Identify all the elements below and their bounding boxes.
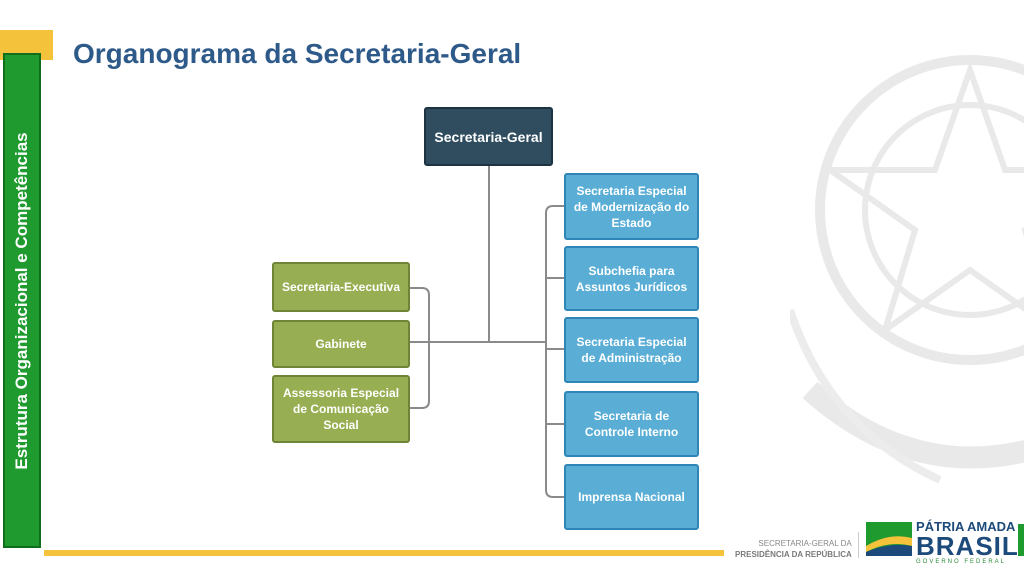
org-right-label: Secretaria Especial de Modernização do E…	[573, 183, 690, 230]
coat-of-arms-watermark	[790, 55, 1024, 484]
footer-brand-line1: PÁTRIA AMADA	[916, 519, 1016, 534]
org-root-box: Secretaria-Geral	[424, 107, 553, 166]
org-left-label: Secretaria-Executiva	[281, 280, 401, 294]
org-left-label: Assessoria Especial de Comunicação Socia…	[282, 386, 400, 432]
footer-sg-line2: PRESIDÊNCIA DA REPÚBLICA	[735, 550, 852, 559]
org-right-box: Secretaria Especial de Administração	[564, 317, 699, 383]
page-title: Organograma da Secretaria-Geral	[73, 38, 522, 69]
side-banner: Estrutura Organizacional e Competências	[3, 53, 41, 548]
org-right-label: Imprensa Nacional	[578, 490, 685, 504]
footer-divider	[858, 532, 859, 558]
org-left-box: Secretaria-Executiva	[272, 262, 410, 312]
right-bracket	[545, 205, 564, 498]
footer-sg-line1: SECRETARIA-GERAL DA	[758, 539, 852, 548]
org-right-box: Secretaria Especial de Modernização do E…	[564, 173, 699, 240]
footer-brand: PÁTRIA AMADA BRASIL GOVERNO FEDERAL	[916, 520, 1019, 566]
org-right-label: Secretaria de Controle Interno	[584, 409, 679, 439]
org-right-label: Secretaria Especial de Administração	[576, 335, 687, 365]
org-left-box: Assessoria Especial de Comunicação Socia…	[272, 375, 410, 443]
left-bracket	[410, 287, 430, 409]
footer-brand-line3: GOVERNO FEDERAL	[916, 559, 1007, 565]
org-root-label: Secretaria-Geral	[434, 128, 543, 145]
footer-brand-line2: BRASIL	[916, 531, 1019, 561]
org-left-label: Gabinete	[315, 337, 367, 351]
org-right-label: Subchefia para Assuntos Jurídicos	[575, 263, 688, 294]
brazil-flag-icon	[866, 522, 912, 556]
org-right-box: Secretaria de Controle Interno	[564, 391, 699, 457]
footer-secretaria-logo: SECRETARIA-GERAL DA PRESIDÊNCIA DA REPÚB…	[735, 538, 852, 560]
org-right-box: Imprensa Nacional	[564, 464, 699, 530]
bottom-accent-line	[44, 550, 724, 556]
org-right-box: Subchefia para Assuntos Jurídicos	[564, 246, 699, 311]
corner-accent-green	[1018, 524, 1024, 556]
org-left-box: Gabinete	[272, 320, 410, 368]
